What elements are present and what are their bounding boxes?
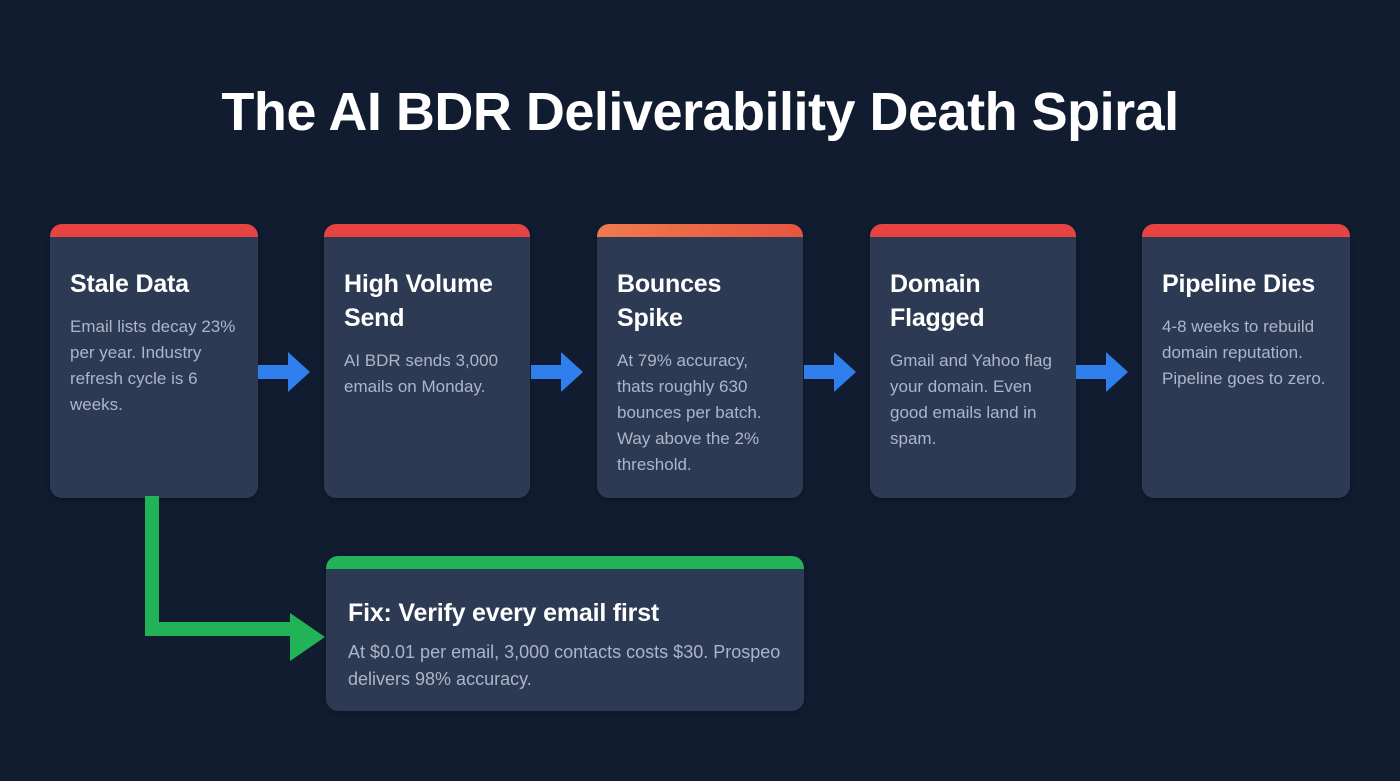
card-title: High Volume Send <box>344 270 493 332</box>
card-accent-bar <box>1142 224 1350 237</box>
card-content: Bounces Spike At 79% accuracy, thats rou… <box>597 237 803 478</box>
card-description: Email lists decay 23% per year. Industry… <box>70 317 236 414</box>
card-description: At 79% accuracy, thats roughly 630 bounc… <box>617 351 762 474</box>
stage-card-high-volume-send[interactable]: High Volume Send AI BDR sends 3,000 emai… <box>324 224 530 498</box>
card-content: Stale Data Email lists decay 23% per yea… <box>50 237 258 418</box>
stage-card-pipeline-dies[interactable]: Pipeline Dies 4-8 weeks to rebuild domai… <box>1142 224 1350 498</box>
fix-description: At $0.01 per email, 3,000 contacts costs… <box>348 642 781 689</box>
card-description: AI BDR sends 3,000 emails on Monday. <box>344 351 499 396</box>
right-arrow-icon <box>804 349 856 395</box>
elbow-right-arrow-icon <box>140 496 330 666</box>
card-title: Pipeline Dies <box>1162 270 1316 298</box>
card-title: Stale Data <box>70 270 189 298</box>
right-arrow-icon <box>531 349 583 395</box>
card-accent-bar <box>597 224 803 237</box>
fix-accent-bar <box>326 556 804 569</box>
stage-card-stale-data[interactable]: Stale Data Email lists decay 23% per yea… <box>50 224 258 498</box>
page-title: The AI BDR Deliverability Death Spiral <box>221 82 1179 142</box>
card-description: Gmail and Yahoo flag your domain. Even g… <box>890 351 1052 448</box>
card-accent-bar <box>324 224 530 237</box>
card-accent-bar <box>870 224 1076 237</box>
card-title: Domain Flagged <box>890 270 985 332</box>
fix-recommendation-card[interactable]: Fix: Verify every email first At $0.01 p… <box>326 556 804 711</box>
stage-card-row: Stale Data Email lists decay 23% per yea… <box>50 224 1350 498</box>
card-title: Bounces Spike <box>617 270 722 332</box>
stage-card-bounces-spike[interactable]: Bounces Spike At 79% accuracy, thats rou… <box>597 224 803 498</box>
fix-title: Fix: Verify every email first <box>348 599 660 627</box>
stage-card-domain-flagged[interactable]: Domain Flagged Gmail and Yahoo flag your… <box>870 224 1076 498</box>
card-content: Pipeline Dies 4-8 weeks to rebuild domai… <box>1142 237 1350 392</box>
right-arrow-icon <box>258 349 310 395</box>
fix-content: Fix: Verify every email first At $0.01 p… <box>326 569 804 693</box>
card-accent-bar <box>50 224 258 237</box>
card-content: High Volume Send AI BDR sends 3,000 emai… <box>324 237 530 400</box>
card-description: 4-8 weeks to rebuild domain reputation. … <box>1162 317 1326 388</box>
card-content: Domain Flagged Gmail and Yahoo flag your… <box>870 237 1076 452</box>
right-arrow-icon <box>1076 349 1128 395</box>
